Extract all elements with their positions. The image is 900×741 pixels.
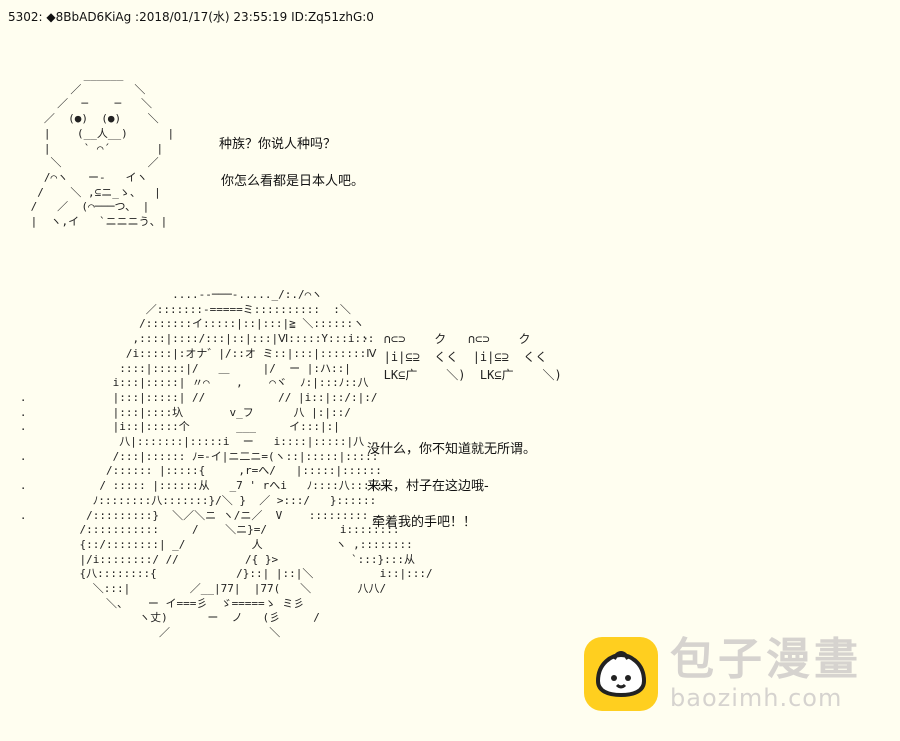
- ascii-art-yaruo: ______ ／ ＼ ／ ─ ─ ＼ ／ (●) (●) ＼ | (__人__)…: [30, 68, 175, 229]
- dialogue-line-4: 来来，村子在这边哦-: [367, 479, 489, 494]
- watermark-title: 包子漫畫: [670, 634, 862, 685]
- watermark: 包子漫畫 baozimh.com: [584, 636, 862, 712]
- dialogue-line-3: 没什么，你不知道就无所谓。: [367, 442, 537, 457]
- watermark-url: baozimh.com: [670, 684, 843, 712]
- ascii-art-girl: ....-‐───-....._/:./⌒ヽ ／:::::::-=====ミ::…: [19, 288, 433, 640]
- bun-logo-icon: [584, 637, 658, 711]
- dialogue-line-2: 你怎么看都是日本人吧。: [221, 174, 365, 189]
- dialogue-line-5: 牵着我的手吧！！: [372, 515, 477, 530]
- ascii-art-sound-effect: · ∩⊂⊃ ク ∩⊂⊃ ク |i|⊆⊇ くく |i|⊆⊇ くく LK⊆广 ＼) …: [362, 332, 562, 382]
- post-header: 5302: ◆8BbAD6KiAg :2018/01/17(水) 23:55:1…: [8, 10, 374, 24]
- dialogue-line-1: 种族？你说人种吗？: [219, 137, 337, 152]
